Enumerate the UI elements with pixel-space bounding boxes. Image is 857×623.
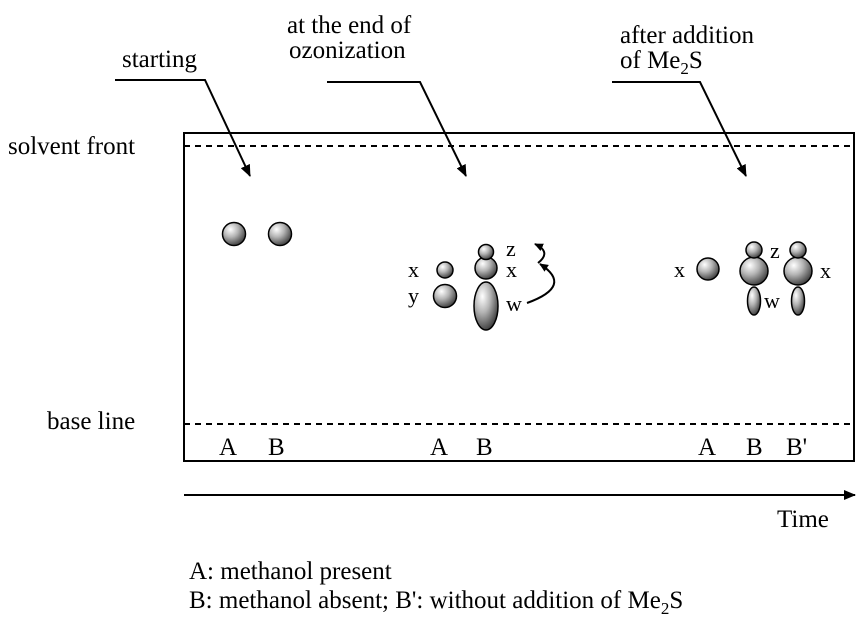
spot-label-me2s-z: z xyxy=(770,238,780,263)
base-line-label: base line xyxy=(47,408,135,435)
spot-label-ozon-x-left: x xyxy=(408,257,419,282)
conversion-arrow-x-to-z xyxy=(534,243,546,264)
spot-start-a xyxy=(221,221,247,247)
spot-ozon-a-x xyxy=(436,261,454,279)
spot-me2s-bprime-z xyxy=(789,241,807,259)
stage-label-starting: starting xyxy=(122,46,197,73)
spot-me2s-bprime-x xyxy=(783,256,813,286)
spot-ozon-b-x xyxy=(474,256,498,280)
me2s-leader-arrow xyxy=(612,81,747,177)
time-axis-label: Time xyxy=(777,506,829,533)
stage-label-me2s-line1: after addition xyxy=(620,22,754,49)
tlc-plate xyxy=(183,132,855,462)
lane-label-me2s-b: B xyxy=(746,434,763,461)
lane-label-ozon-b: B xyxy=(476,434,493,461)
spot-label-ozon-y-left: y xyxy=(408,283,419,308)
lane-label-start-a: A xyxy=(219,434,237,461)
spot-label-ozon-x-right: x xyxy=(506,257,517,282)
ozonization-leader-arrow xyxy=(327,81,467,177)
spot-me2s-b-x xyxy=(739,256,769,286)
starting-leader-arrow xyxy=(115,79,251,177)
spot-me2s-b-w xyxy=(746,286,762,316)
spot-start-b xyxy=(267,221,293,247)
lane-label-start-b: B xyxy=(268,434,285,461)
legend-line-methanol-absent: B: methanol absent; B': without addition… xyxy=(189,587,683,618)
conversion-arrow-w-to-x xyxy=(526,263,556,304)
stage-label-ozonization-line2: ozonization xyxy=(289,37,406,64)
spot-me2s-bprime-w xyxy=(790,286,806,316)
lane-label-ozon-a: A xyxy=(430,434,448,461)
spot-label-me2s-x-right: x xyxy=(820,258,831,283)
stage-label-me2s-line2: of Me2S xyxy=(620,47,703,78)
spot-label-ozon-z: z xyxy=(506,236,516,261)
stage-label-ozonization-line1: at the end of xyxy=(287,12,412,39)
spot-label-me2s-w: w xyxy=(764,288,780,313)
spot-label-ozon-w: w xyxy=(506,291,522,316)
solvent-front-label: solvent front xyxy=(8,133,135,160)
spot-label-me2s-x-left: x xyxy=(674,257,685,282)
spot-me2s-b-z xyxy=(745,241,763,259)
lane-label-me2s-bprime: B' xyxy=(786,434,807,461)
spot-ozon-b-w xyxy=(473,281,499,331)
legend-line-methanol-present: A: methanol present xyxy=(189,558,392,585)
spot-ozon-b-z xyxy=(477,243,495,261)
lane-label-me2s-a: A xyxy=(698,434,716,461)
spot-me2s-a-x xyxy=(696,257,720,281)
spot-ozon-a-y xyxy=(432,283,458,309)
